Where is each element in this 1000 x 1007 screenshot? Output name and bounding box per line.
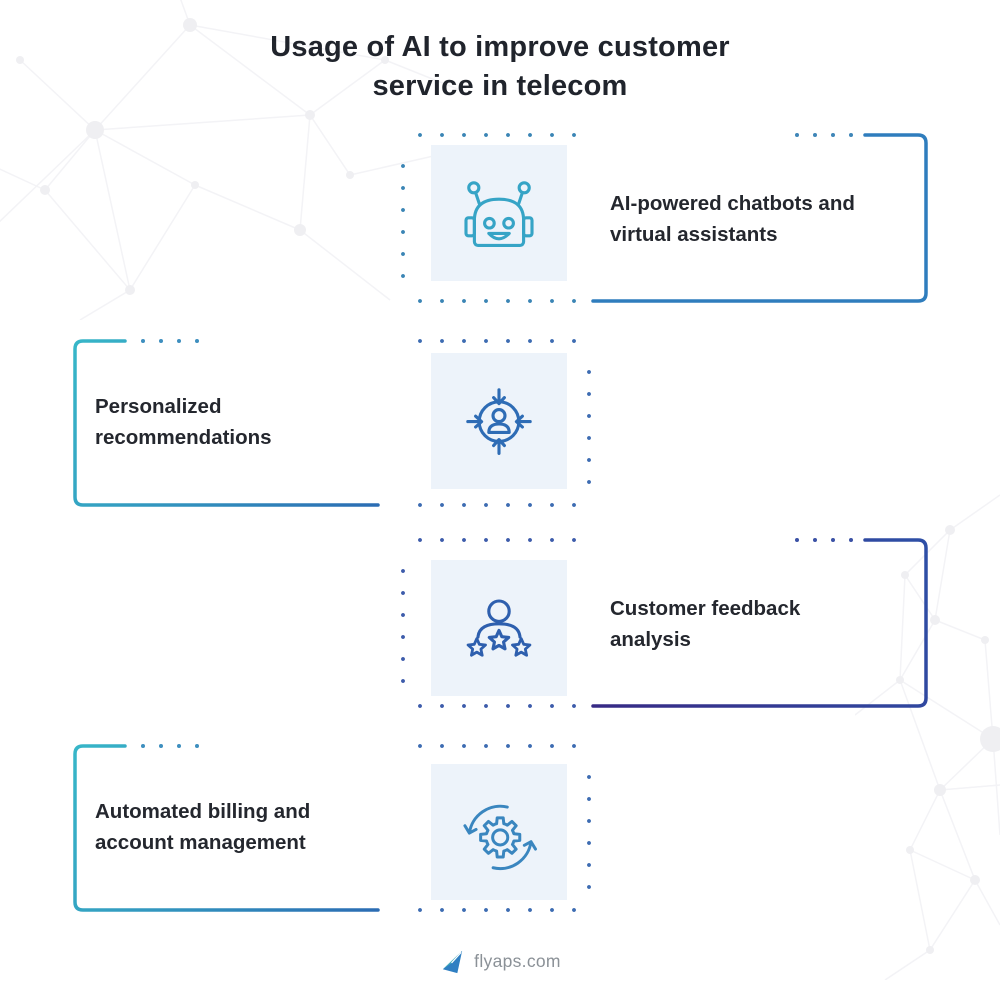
dotted-line-bottom (409, 299, 593, 303)
dotted-line-top (409, 133, 593, 137)
page-title-line1: Usage of AI to improve customer (270, 31, 730, 63)
dotted-line-left (401, 155, 405, 295)
dotted-line-top (409, 538, 593, 542)
dotted-line-top (409, 744, 593, 748)
dotted-line-top (409, 339, 593, 343)
gear-sync-icon (431, 764, 567, 900)
dotted-line-bottom (409, 503, 593, 507)
dotted-line-bottom (409, 908, 593, 912)
bracket-left-teal (73, 339, 380, 507)
footer-logo: flyaps.com (0, 948, 1000, 975)
page-title-line2: service in telecom (372, 70, 628, 103)
dotted-line-right (587, 766, 591, 906)
logo-text: flyaps.com (474, 951, 561, 971)
page-title: Usage of AI to improve customer service i… (0, 28, 1000, 107)
robot-icon (431, 145, 567, 281)
bracket-right-blue (591, 133, 928, 303)
dotted-line-left (401, 560, 405, 700)
bracket-left-teal (73, 744, 380, 912)
dotted-line-right (587, 361, 591, 501)
target-user-icon (431, 353, 567, 489)
dotted-line-bottom (409, 704, 593, 708)
bracket-right-navy (591, 538, 928, 708)
person-stars-icon (431, 560, 567, 696)
paper-plane-icon (443, 950, 463, 974)
